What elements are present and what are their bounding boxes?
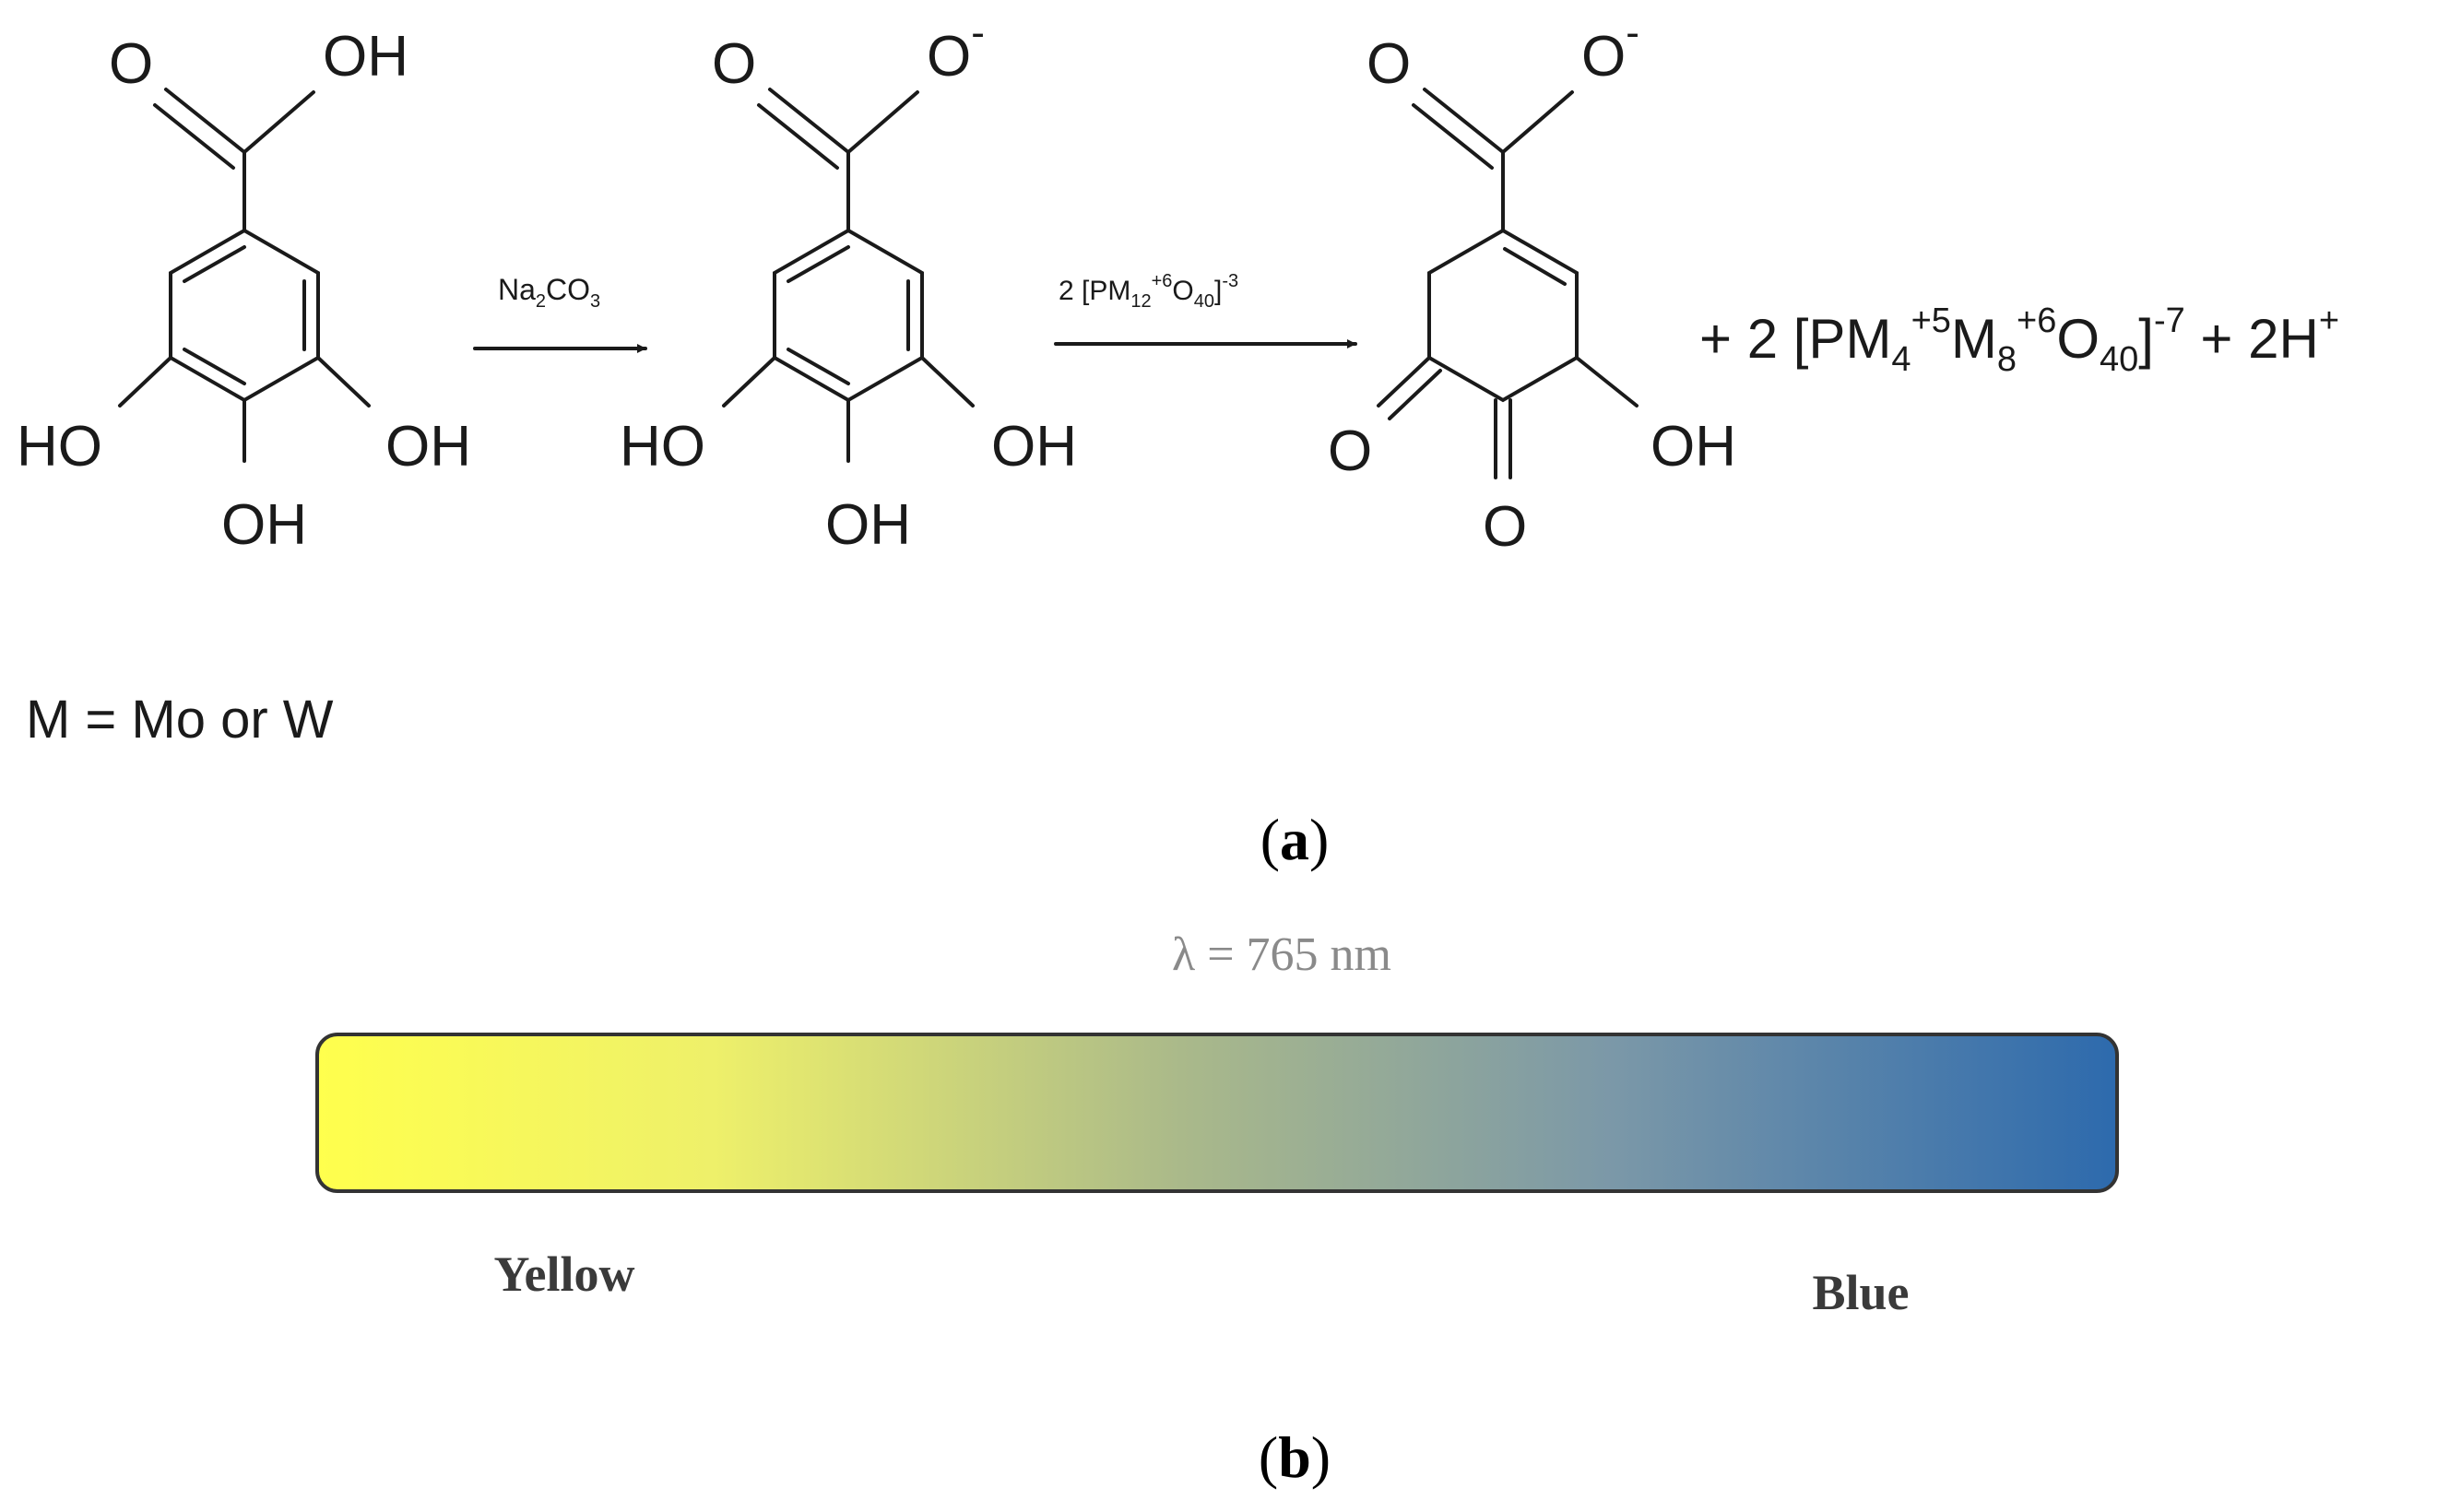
bottom-ketone-oxygen-label: O xyxy=(1483,495,1527,559)
oxidized-quinone-structure: O O- O O OH xyxy=(1328,10,1736,559)
yellow-to-blue-gradient-bar xyxy=(315,1033,2119,1193)
right-hydroxyl-label: OH xyxy=(991,415,1077,478)
carbonyl-oxygen-label: O xyxy=(1366,32,1411,96)
metal-definition-note: M = Mo or W xyxy=(26,690,334,750)
bottom-hydroxyl-label: OH xyxy=(825,493,911,557)
step1-reaction-arrow: Na2CO3 xyxy=(473,273,647,353)
panel-a-label: (a) xyxy=(1260,807,1330,872)
left-ketone-oxygen-label: O xyxy=(1328,419,1372,483)
carbonyl-oxygen-label: O xyxy=(712,32,756,96)
heteropolyacid-reagent: 2 [PM12+6O40]-3 xyxy=(1059,271,1238,312)
carboxylate-oxygen-label: O- xyxy=(927,10,985,89)
blue-end-label: Blue xyxy=(1812,1265,1909,1320)
gallic-acid-bonds xyxy=(118,88,371,463)
right-hydroxyl-label: OH xyxy=(385,415,471,478)
yellow-end-label: Yellow xyxy=(494,1246,635,1302)
ring-hydroxyl-label: OH xyxy=(1650,415,1736,478)
bottom-hydroxyl-label: OH xyxy=(221,493,307,557)
quinone-bonds xyxy=(1377,88,1639,479)
step2-reaction-arrow: 2 [PM12+6O40]-3 xyxy=(1054,271,1357,348)
left-hydroxyl-label: HO xyxy=(620,415,705,478)
left-hydroxyl-label: HO xyxy=(17,415,102,478)
carboxylate-oxygen-label: O- xyxy=(1581,10,1639,89)
panel-b-label: (b) xyxy=(1259,1424,1331,1490)
carbonyl-oxygen-label: O xyxy=(109,32,153,96)
gallic-acid-structure: O OH HO OH OH xyxy=(17,25,471,557)
sodium-carbonate-reagent: Na2CO3 xyxy=(498,273,600,312)
reduced-complex-products: + 2 [PM4+5M8+6O40]-7 + 2H+ xyxy=(1699,301,2339,379)
gallate-bonds xyxy=(722,88,975,463)
color-scale-panel: λ = 765 nm Yellow Blue xyxy=(315,928,2119,1320)
wavelength-label: λ = 765 nm xyxy=(1172,928,1391,981)
gallate-anion-structure: O O- HO OH OH xyxy=(620,10,1077,557)
carboxylic-oh-label: OH xyxy=(323,25,408,89)
